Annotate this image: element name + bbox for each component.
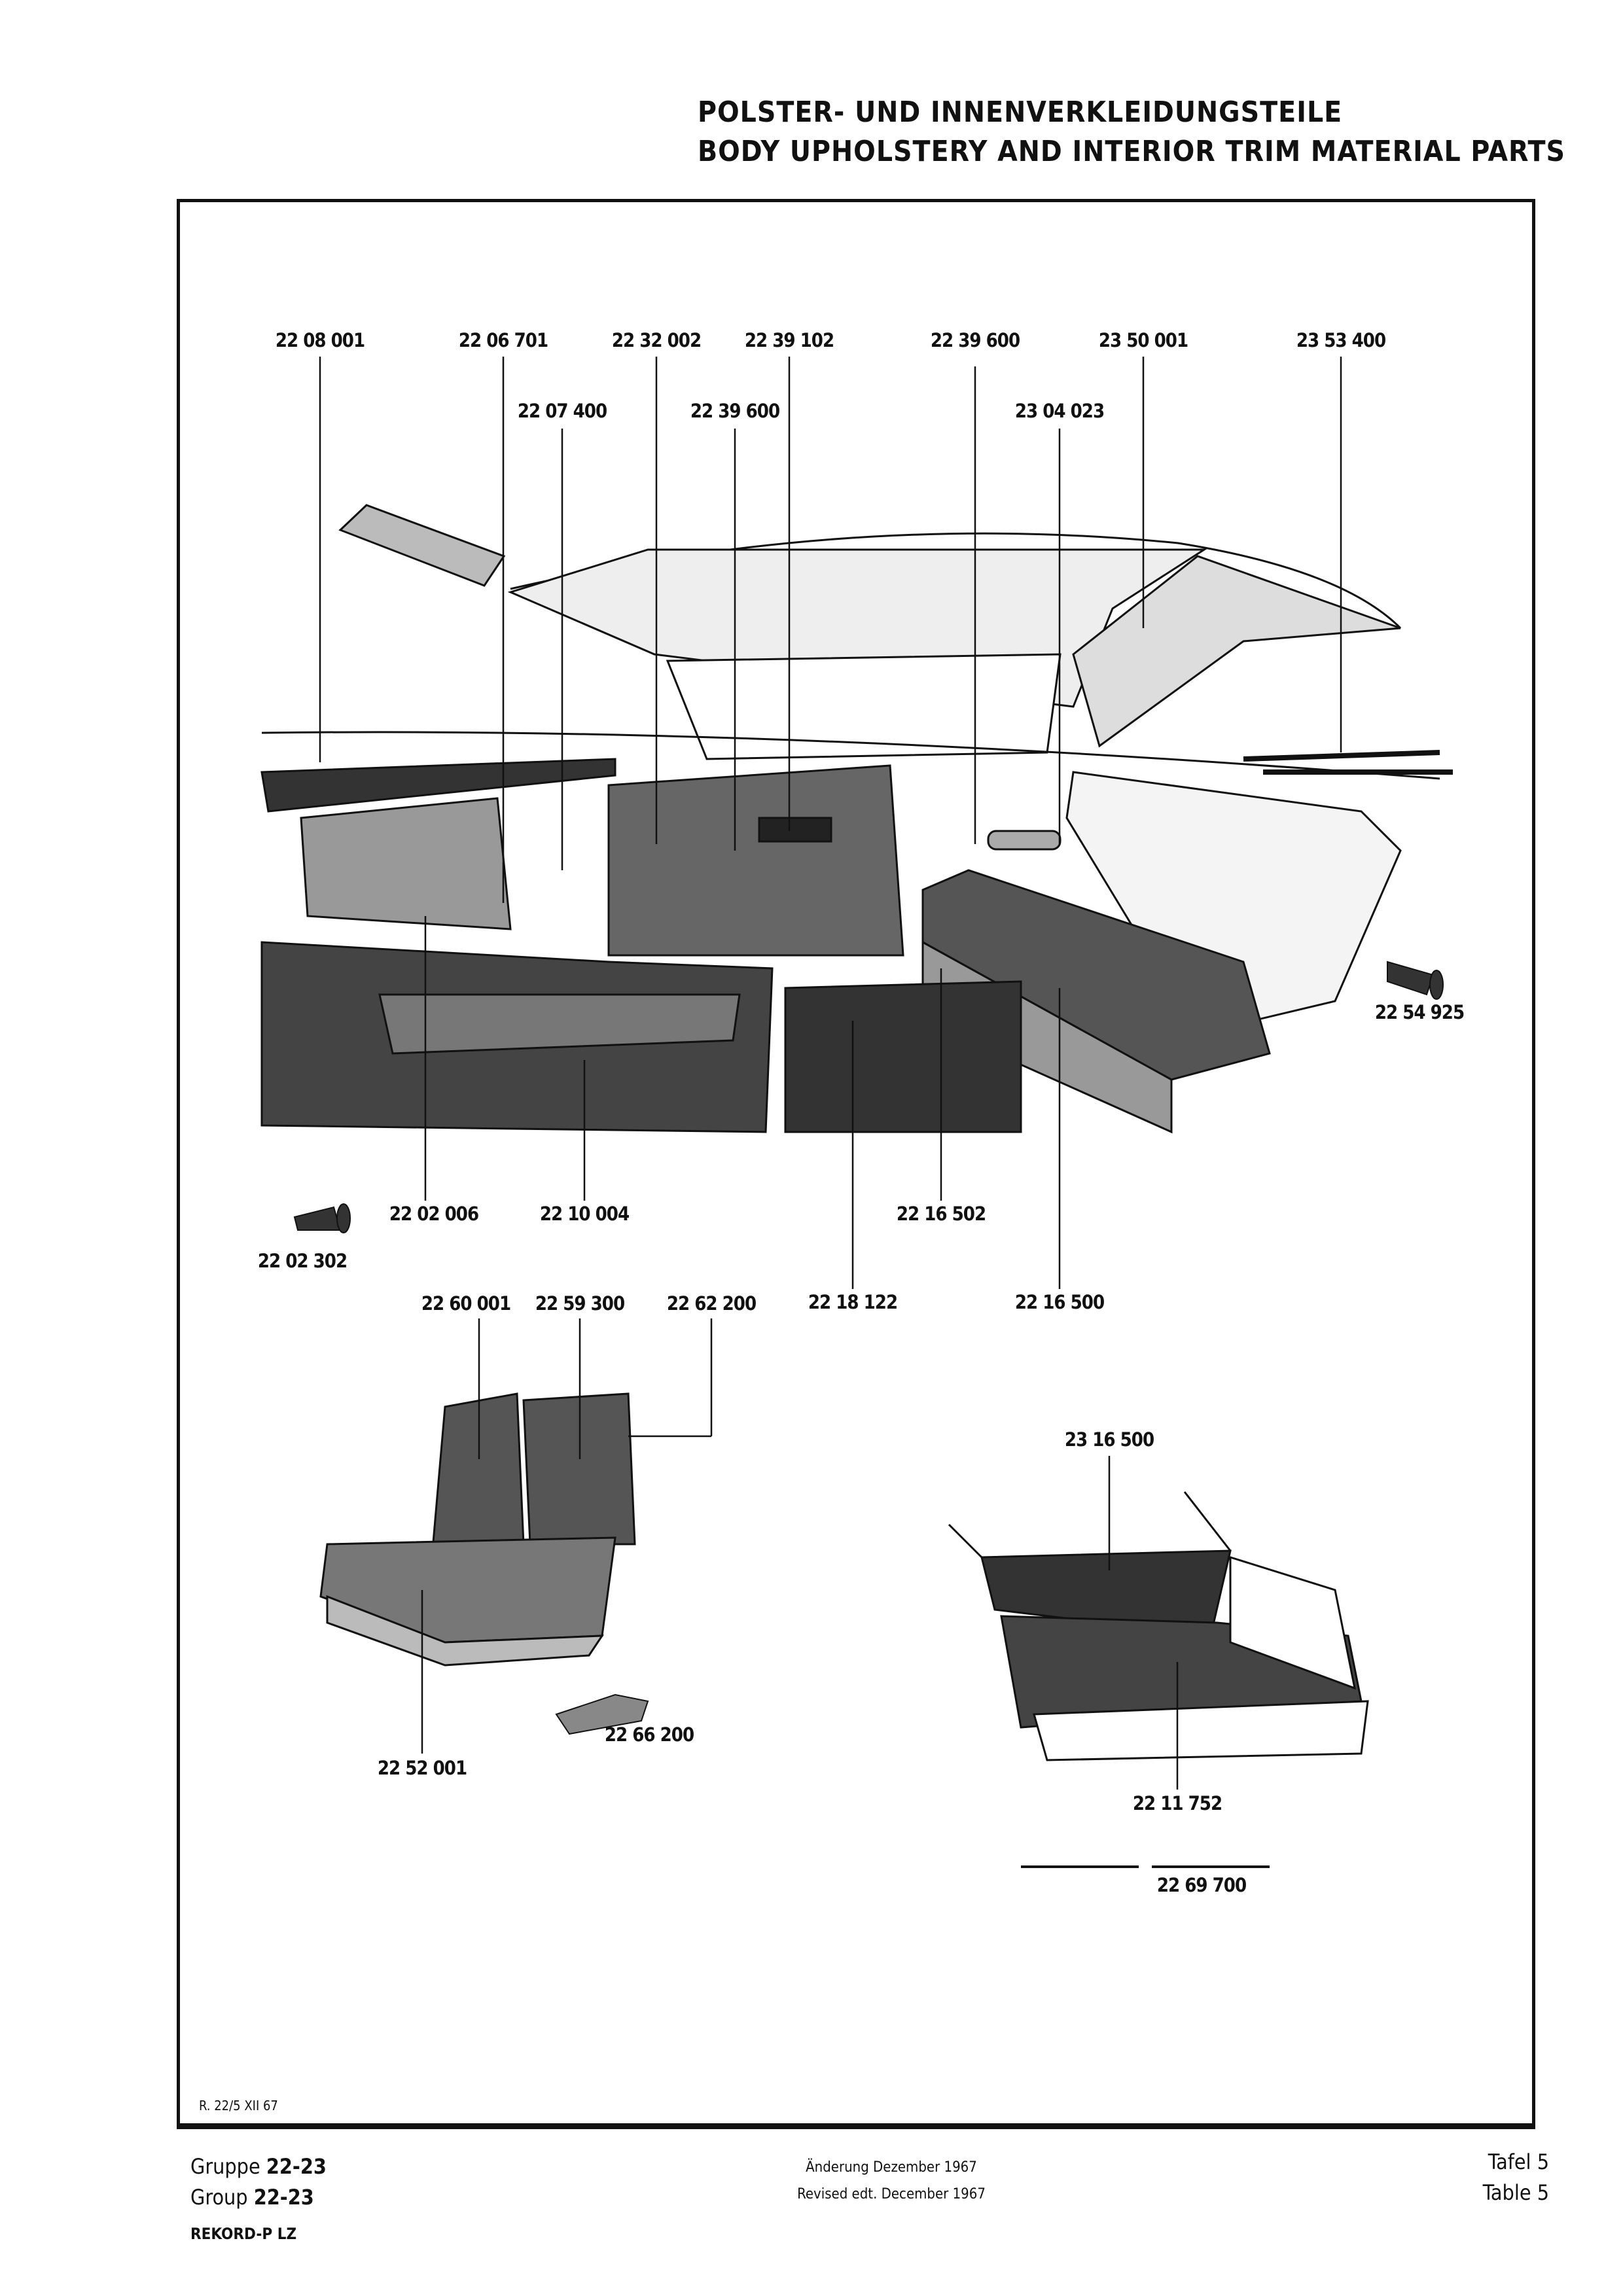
rear-floor-carpet: [784, 980, 1022, 1133]
clip-22-54-925: [1387, 961, 1444, 1000]
dash-pad: [260, 758, 616, 813]
footer-group: Group 22-23: [190, 2185, 314, 2210]
part-label: 22 66 200: [604, 1723, 694, 1746]
part-label: 22 59 300: [535, 1292, 625, 1315]
frame-note: R. 22/5 XII 67: [199, 2098, 278, 2113]
part-label: 22 02 302: [257, 1250, 348, 1272]
gruppe-value: 22-23: [266, 2154, 327, 2179]
part-label: 23 53 400: [1296, 329, 1386, 351]
part-label: 22 16 500: [1014, 1291, 1105, 1313]
armrest: [987, 830, 1061, 851]
trunk-illustration: [948, 1491, 1369, 1761]
part-label: 22 60 001: [421, 1292, 511, 1315]
part-label: 22 06 701: [458, 329, 548, 351]
part-label: 22 39 600: [690, 400, 780, 422]
footer-change-en: Revised edt. December 1967: [797, 2186, 986, 2202]
kick-panel: [300, 797, 512, 930]
rear-roof-panel: [1072, 555, 1401, 748]
part-label: 22 11 752: [1132, 1792, 1222, 1814]
title-english: BODY UPHOLSTERY AND INTERIOR TRIM MATERI…: [698, 135, 1566, 168]
footer-tafel: Tafel 5: [1488, 2149, 1549, 2174]
group-value: 22-23: [253, 2185, 314, 2210]
part-label: 22 10 004: [539, 1203, 630, 1225]
diagram-frame: [177, 199, 1535, 2129]
front-seats-illustration: [319, 1392, 636, 1667]
footer-table: Table 5: [1482, 2180, 1549, 2205]
part-label: 22 39 102: [744, 329, 834, 351]
footer-gruppe: Gruppe 22-23: [190, 2154, 327, 2179]
part-label: 22 69 700: [1156, 1874, 1247, 1896]
door-panel: [607, 764, 904, 957]
clip-22-02-302: [293, 1203, 351, 1233]
part-label: 23 50 001: [1098, 329, 1188, 351]
interior-illustration: [260, 504, 1453, 1134]
bracket-22-66-200: [555, 1693, 649, 1735]
footer-change-de: Änderung Dezember 1967: [806, 2159, 977, 2176]
sill-mat: [378, 993, 741, 1055]
part-label: 22 07 400: [517, 400, 607, 422]
part-label: 22 16 502: [896, 1203, 986, 1225]
part-label: 22 62 200: [666, 1292, 757, 1315]
title-german: POLSTER- UND INNENVERKLEIDUNGSTEILE: [698, 96, 1343, 129]
part-label: 22 54 925: [1374, 1001, 1465, 1023]
part-label: 23 16 500: [1064, 1428, 1154, 1451]
part-label: 22 08 001: [275, 329, 365, 351]
part-label: 22 02 006: [389, 1203, 479, 1225]
gruppe-label: Gruppe: [190, 2154, 260, 2179]
sun-visor: [338, 504, 506, 587]
footer-model: REKORD-P LZ: [190, 2225, 297, 2243]
leader-lines: [319, 357, 1342, 1790]
part-label: 22 52 001: [377, 1757, 467, 1779]
part-label: 22 39 600: [930, 329, 1020, 351]
group-label: Group: [190, 2185, 248, 2210]
part-label: 23 04 023: [1014, 400, 1105, 422]
part-label: 22 32 002: [611, 329, 702, 351]
part-label: 22 18 122: [808, 1291, 898, 1313]
